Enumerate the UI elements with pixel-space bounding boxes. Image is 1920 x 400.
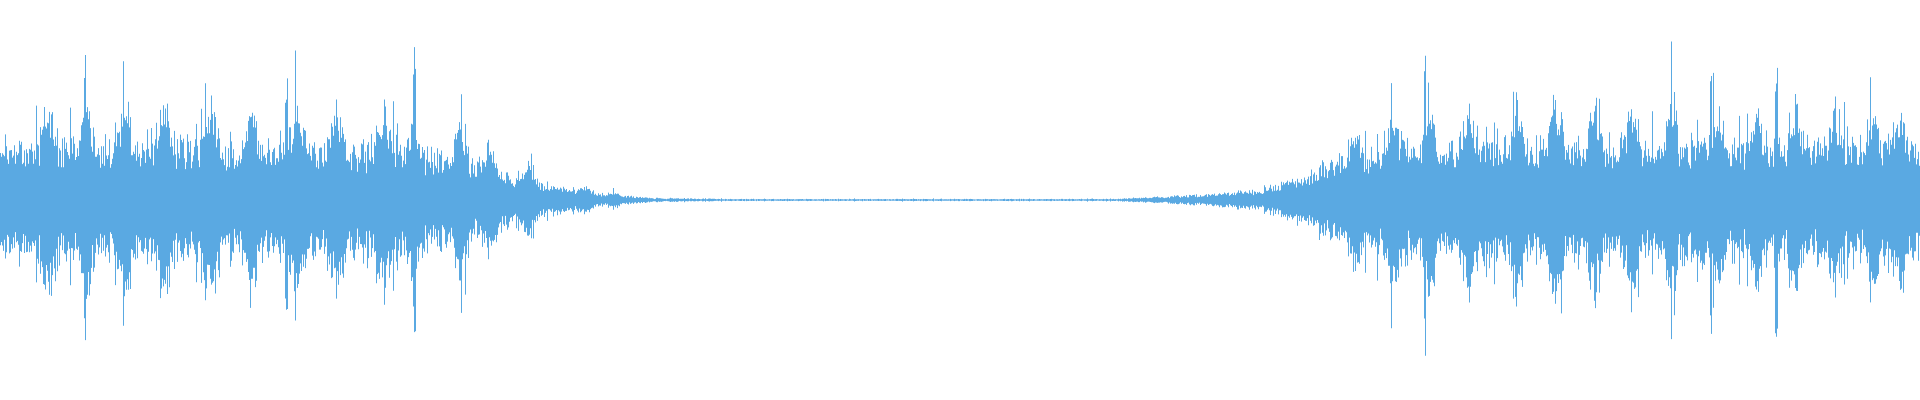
waveform-path bbox=[0, 41, 1920, 356]
